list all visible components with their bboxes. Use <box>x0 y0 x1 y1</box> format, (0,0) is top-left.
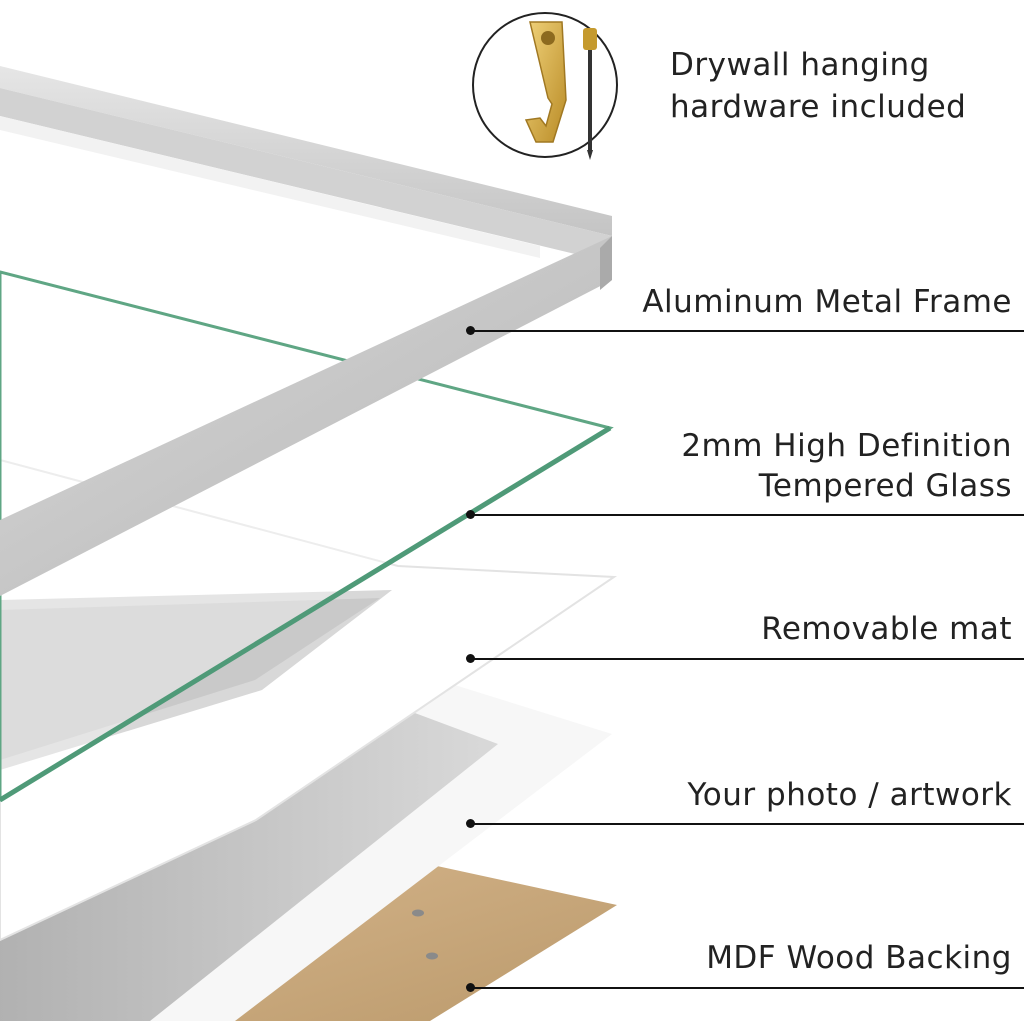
photo-callout-line <box>470 823 1024 825</box>
hook-and-nail-icon <box>472 12 618 160</box>
backing-label: MDF Wood Backing <box>706 940 1012 976</box>
glass-callout-line <box>470 514 1024 516</box>
hardware-label-line1: Drywall hanging <box>670 47 930 83</box>
glass-label-line1: 2mm High Definition <box>681 428 1012 464</box>
frame-callout-line <box>470 330 1024 332</box>
hardware-label: Drywall hanging hardware included <box>670 44 966 128</box>
mat-callout-line <box>470 658 1024 660</box>
photo-label: Your photo / artwork <box>687 777 1012 813</box>
backing-callout-line <box>470 987 1024 989</box>
mat-label: Removable mat <box>761 611 1012 647</box>
hardware-label-line2: hardware included <box>670 89 967 125</box>
aluminum-frame-layer <box>0 66 612 596</box>
frame-label: Aluminum Metal Frame <box>642 284 1012 320</box>
glass-label-line2: Tempered Glass <box>758 468 1012 504</box>
tempered-glass-layer <box>0 270 614 803</box>
